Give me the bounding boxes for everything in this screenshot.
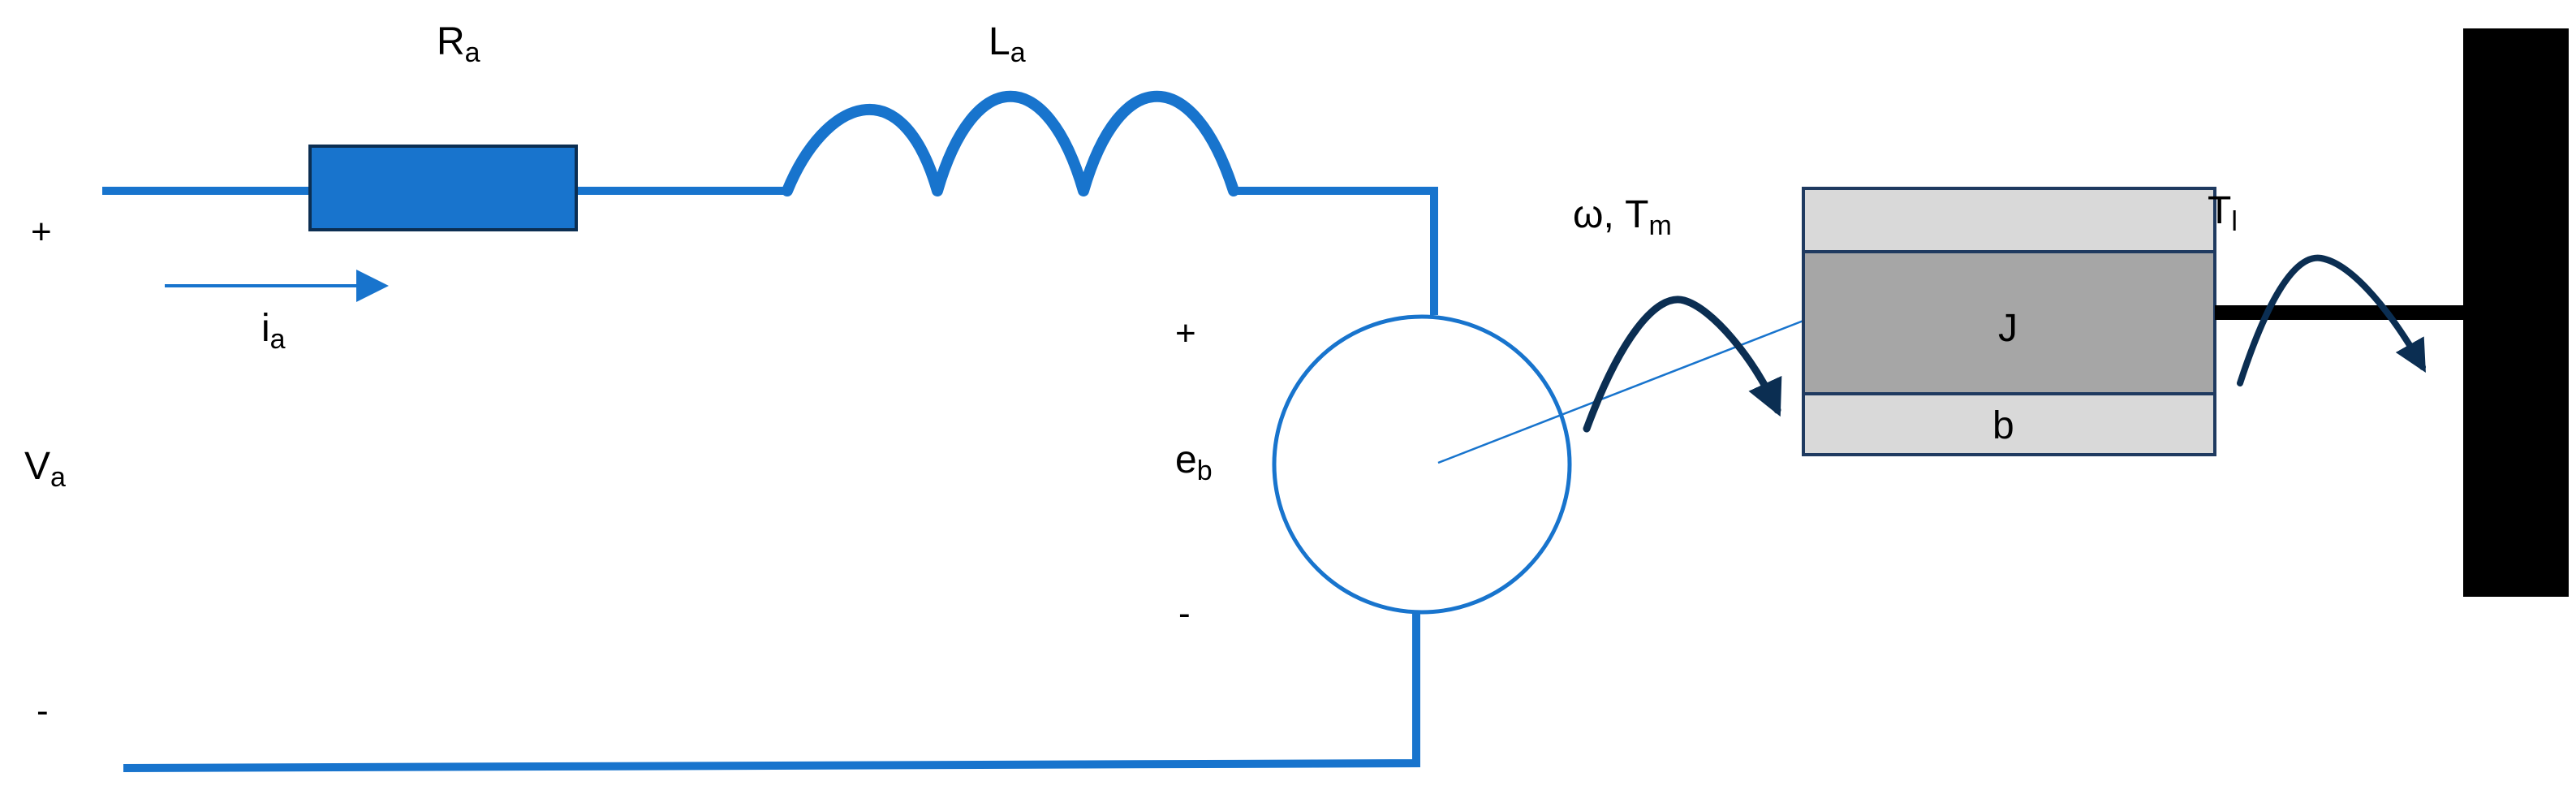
current-label: ia [261, 307, 286, 355]
fixed-wall-icon [2463, 28, 2569, 597]
load-torque-curved-arrow-icon [2237, 254, 2426, 386]
voltage-plus-sign: + [31, 212, 52, 252]
wire-top-right [1234, 187, 1438, 315]
inductor [782, 91, 1239, 196]
emf-minus-sign: - [1178, 594, 1191, 633]
friction-bottom-plate [1803, 394, 2215, 455]
emf-plus-sign: + [1175, 313, 1196, 353]
voltage-label: Va [24, 445, 66, 493]
inductor-label: La [989, 20, 1026, 68]
circuit-wires [102, 187, 1438, 772]
block-outlines [1802, 187, 2216, 456]
wire-bottom [123, 613, 1420, 772]
voltage-minus-sign: - [37, 691, 49, 731]
motor-circle-icon [1272, 314, 1572, 615]
friction-top-plate [1803, 188, 2215, 252]
resistor-outline [308, 145, 578, 231]
motor-torque-curved-arrow-icon [1583, 296, 1782, 433]
resistor [310, 146, 576, 230]
back-emf-label: eb [1175, 438, 1213, 486]
speed-torque-label: ω, Tm [1573, 193, 1672, 241]
inertia-label: J [1998, 307, 2018, 350]
inertia-block [1803, 252, 2215, 394]
load-torque-label: Tl [2208, 189, 2238, 237]
motor-shaft-link [1437, 319, 1804, 464]
resistor-label: Ra [437, 20, 480, 68]
friction-label: b [1992, 404, 2014, 447]
